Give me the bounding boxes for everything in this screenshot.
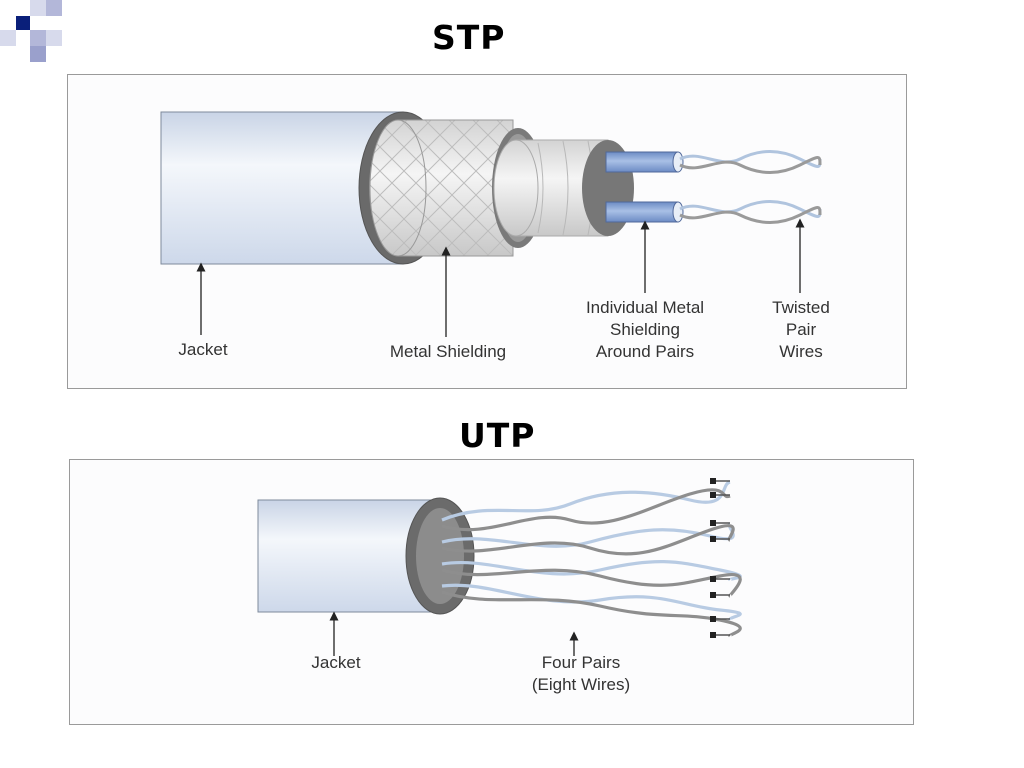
- stp-title: STP: [432, 18, 506, 57]
- slide-logo-icon: [0, 0, 62, 62]
- stp-jacket-label: Jacket: [178, 340, 228, 359]
- stp-diagram-panel: Jacket Metal Shielding Individual Metal …: [67, 74, 907, 389]
- stp-metal-shielding-label: Metal Shielding: [389, 342, 507, 361]
- utp-title: UTP: [459, 416, 536, 455]
- stp-cable-illustration: [160, 111, 822, 337]
- utp-cable-illustration: [257, 478, 742, 656]
- utp-jacket-label: Jacket: [311, 653, 361, 672]
- utp-diagram-panel: Jacket Four Pairs (Eight Wires): [69, 459, 914, 725]
- stp-twisted-pair-label: Twisted Pair Wires: [772, 298, 830, 361]
- utp-four-pairs-label: Four Pairs (Eight Wires): [531, 653, 631, 694]
- stp-individual-shielding-label: Individual Metal Shielding Around Pairs: [585, 298, 705, 361]
